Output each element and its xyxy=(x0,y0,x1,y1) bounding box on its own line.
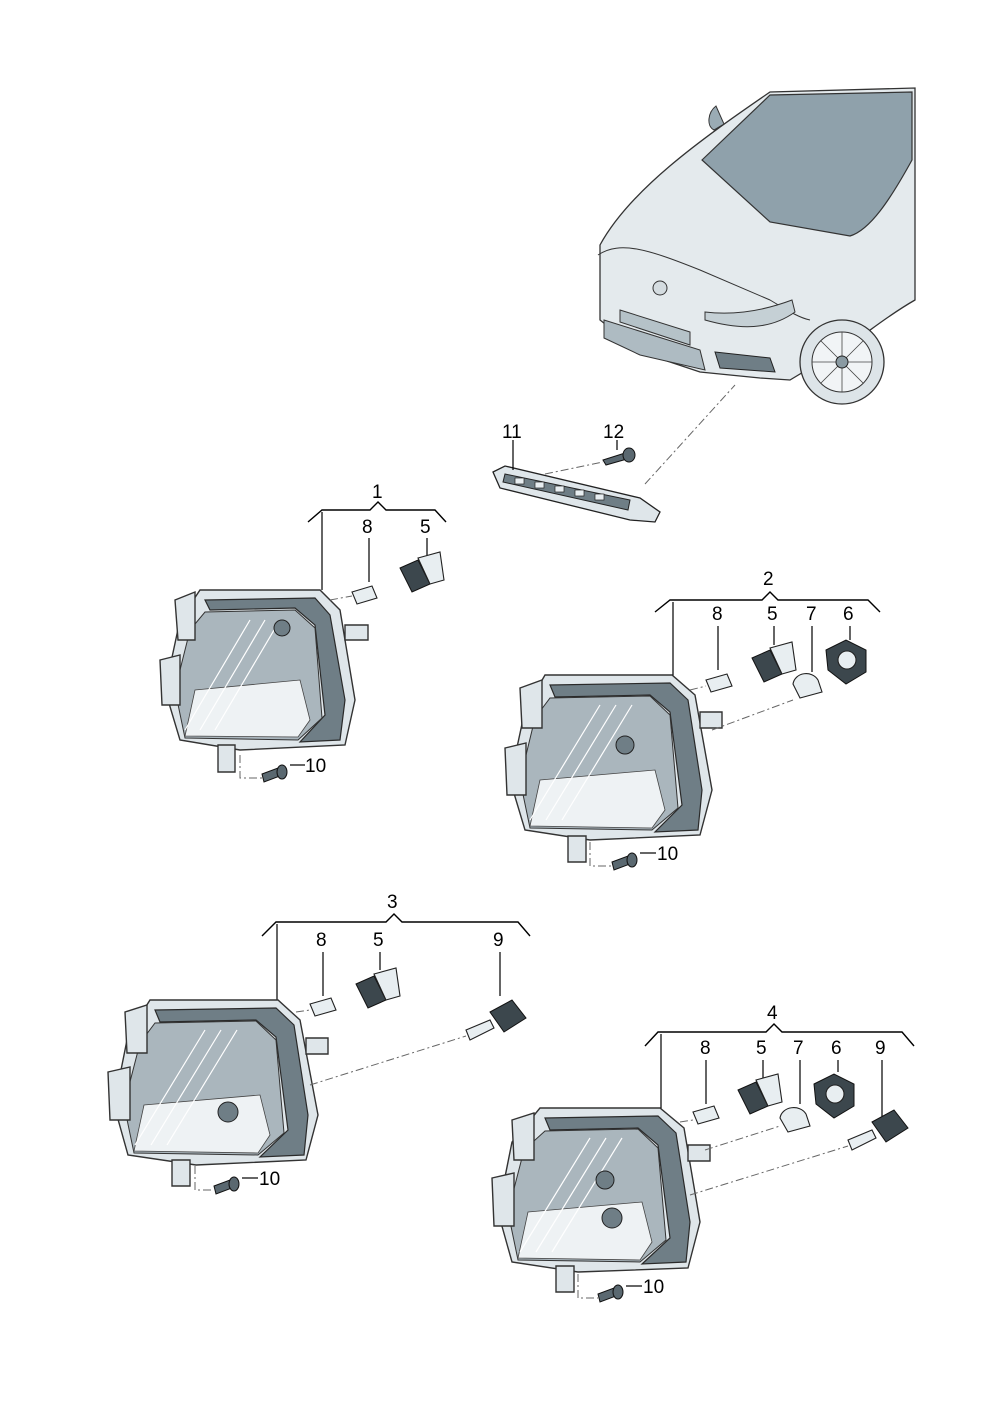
assembly-1: 1 8 5 10 xyxy=(159,482,447,783)
label-5-a3: 5 xyxy=(373,930,384,951)
label-8-a4: 8 xyxy=(700,1038,711,1059)
drl-strip-part xyxy=(492,465,661,523)
label-2: 2 xyxy=(763,569,774,590)
label-5-a4: 5 xyxy=(756,1038,767,1059)
label-6-a2: 6 xyxy=(843,604,854,625)
label-5-a2: 5 xyxy=(767,604,778,625)
label-8-a1: 8 xyxy=(362,517,373,538)
label-10-a2: 10 xyxy=(657,844,678,865)
label-3: 3 xyxy=(387,892,398,913)
label-6-a4: 6 xyxy=(831,1038,842,1059)
label-7-a4: 7 xyxy=(793,1038,804,1059)
label-9-a3: 9 xyxy=(493,930,504,951)
label-7-a2: 7 xyxy=(806,604,817,625)
label-8-a2: 8 xyxy=(712,604,723,625)
label-11: 11 xyxy=(502,422,522,443)
assembly-3: 3 8 5 9 10 xyxy=(107,892,531,1195)
label-10-a3: 10 xyxy=(259,1169,280,1190)
label-5-a1: 5 xyxy=(420,517,431,538)
label-12: 12 xyxy=(603,422,624,443)
car-illustration xyxy=(597,87,916,405)
label-9-a4: 9 xyxy=(875,1038,886,1059)
screw-12 xyxy=(602,447,636,466)
label-8-a3: 8 xyxy=(316,930,327,951)
label-1: 1 xyxy=(372,482,383,503)
label-10-a4: 10 xyxy=(643,1277,664,1298)
assembly-4: 4 8 5 7 6 9 xyxy=(491,1003,915,1303)
label-4: 4 xyxy=(767,1003,778,1024)
label-10-a1: 10 xyxy=(305,756,326,777)
assembly-2: 2 8 5 7 6 10 xyxy=(504,569,881,871)
